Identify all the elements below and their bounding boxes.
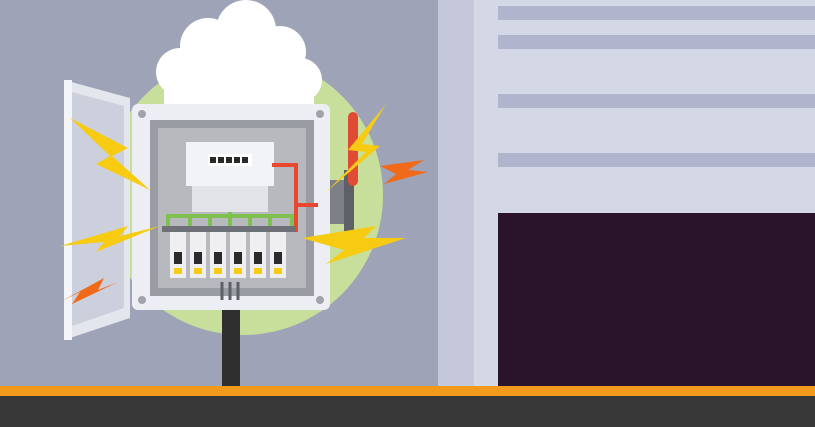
- breaker: [250, 232, 266, 278]
- ground-stripe: [0, 386, 815, 396]
- lightning-bolt-icon: [302, 226, 406, 264]
- lightning-bolt-icon: [60, 226, 160, 252]
- meter-digit: [210, 157, 216, 163]
- lightning-bolts: [60, 104, 428, 304]
- breaker: [170, 232, 186, 278]
- breaker: [270, 232, 286, 278]
- breaker-row: [162, 226, 296, 278]
- meter-digit: [234, 157, 240, 163]
- lightning-bolt-icon: [60, 278, 118, 304]
- meter: [186, 142, 274, 212]
- building-stripe: [498, 94, 815, 108]
- cloud: [156, 0, 322, 110]
- lightning-bolt-icon: [326, 104, 386, 192]
- garage-door-opening: [498, 213, 815, 386]
- post: [222, 308, 240, 390]
- breaker: [210, 232, 226, 278]
- lightning-bolt-icon: [380, 160, 428, 184]
- bottom-cables: [220, 282, 240, 300]
- green-wires: [166, 212, 294, 228]
- breaker: [230, 232, 246, 278]
- building: [438, 0, 815, 386]
- meter-digit: [242, 157, 248, 163]
- building-stripe: [498, 35, 815, 49]
- building-edge: [438, 0, 474, 386]
- red-wire: [272, 163, 318, 207]
- panel-door: [64, 80, 130, 340]
- breaker: [190, 232, 206, 278]
- ground: [0, 396, 815, 427]
- meter-digit: [218, 157, 224, 163]
- meter-digit: [226, 157, 232, 163]
- lightning-bolt-icon: [70, 118, 150, 190]
- building-stripe: [498, 6, 815, 20]
- building-stripe: [498, 153, 815, 167]
